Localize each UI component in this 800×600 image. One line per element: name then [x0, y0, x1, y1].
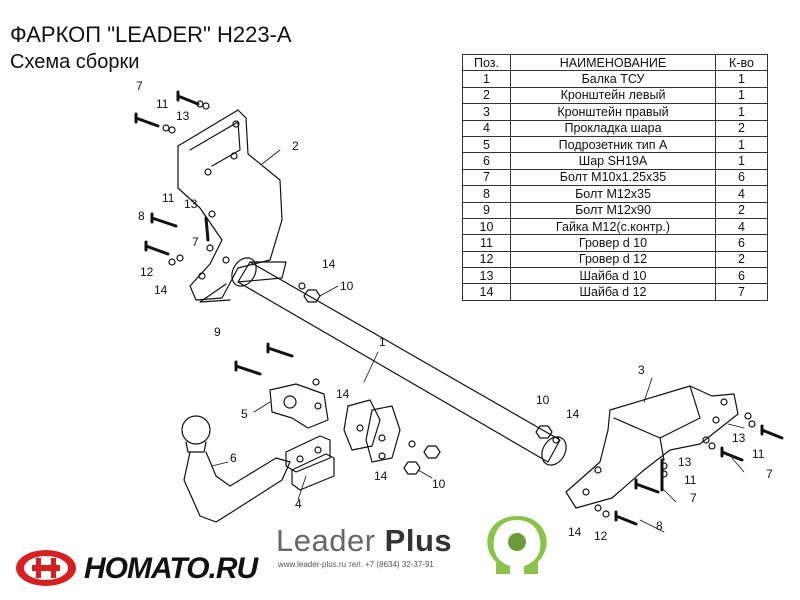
table-cell: Кронштейн правый — [510, 103, 716, 121]
omega-icon — [487, 516, 547, 574]
callout-2: 2 — [292, 139, 299, 153]
table-cell: Гайка М12(с.контр.) — [510, 217, 716, 236]
callout-11-a: 11 — [156, 97, 169, 111]
callout-6: 6 — [230, 451, 237, 465]
callout-14-e: 14 — [566, 407, 580, 421]
callout-10-c: 10 — [536, 393, 550, 407]
beam-mounting-plates — [343, 399, 401, 463]
page-title: ФАРКОП "LEADER" H223-A — [10, 22, 292, 47]
callout-11-d: 11 — [684, 473, 697, 487]
table-cell: Шайба d 10 — [510, 267, 716, 285]
callout-10-a: 10 — [340, 279, 354, 293]
callout-14-c: 14 — [336, 387, 350, 401]
table-cell: Прокладка шара — [510, 119, 716, 137]
callout-3: 3 — [638, 363, 645, 377]
ball-spacer-plates — [285, 435, 335, 491]
page-subtitle: Схема сборки — [10, 51, 140, 73]
tow-beam — [199, 257, 567, 466]
callout-13-d: 13 — [678, 455, 692, 469]
callout-14-d: 14 — [374, 469, 388, 483]
table-cell: 7 — [715, 283, 768, 301]
callout-7-c: 7 — [690, 491, 697, 505]
homato-text: HOMATO.RU — [84, 552, 258, 585]
callout-1: 1 — [379, 335, 386, 349]
callout-11-c: 11 — [752, 447, 765, 461]
callout-5: 5 — [241, 407, 248, 421]
callout-10-b: 10 — [432, 477, 446, 491]
table-cell: 13 — [462, 267, 511, 285]
callout-4: 4 — [295, 497, 302, 511]
left-bracket — [177, 109, 283, 301]
socket-bracket — [269, 383, 329, 429]
nuts-washers — [234, 282, 784, 526]
leader-lines — [211, 149, 745, 533]
right-bracket — [565, 385, 739, 509]
homato-logo-icon — [16, 550, 76, 586]
callout-7-a: 7 — [136, 79, 143, 93]
contact-line: www.leader-plus.ru тел. +7 (8634) 32-37-… — [278, 560, 434, 569]
callout-14-b: 14 — [322, 257, 336, 271]
callout-11-b: 11 — [162, 191, 175, 205]
callout-12-b: 12 — [594, 529, 608, 543]
callout-7-b: 7 — [192, 235, 199, 249]
callout-7-d: 7 — [766, 467, 773, 481]
bolts-left-upper — [134, 90, 216, 266]
plus-word: Plus — [384, 523, 453, 558]
table-cell: 2 — [715, 119, 768, 137]
callout-13-c: 13 — [732, 431, 746, 445]
callout-8-b: 8 — [656, 519, 663, 533]
table-cell: Кронштейн левый — [510, 86, 716, 105]
table-cell: Шар SH19A — [510, 152, 716, 170]
callout-12-a: 12 — [140, 265, 154, 279]
callout-9: 9 — [214, 325, 221, 339]
table-cell: Шайба d 12 — [510, 283, 716, 301]
callout-14-f: 14 — [568, 525, 582, 539]
table-cell: 14 — [462, 283, 511, 301]
leader-plus-logo: Leader Plus — [276, 523, 452, 559]
callout-14-a: 14 — [154, 283, 168, 297]
callout-13-b: 13 — [184, 197, 198, 211]
callout-8-a: 8 — [138, 209, 145, 223]
leader-word: Leader — [276, 523, 376, 558]
callout-13-a: 13 — [176, 109, 190, 123]
tow-ball — [181, 415, 291, 523]
